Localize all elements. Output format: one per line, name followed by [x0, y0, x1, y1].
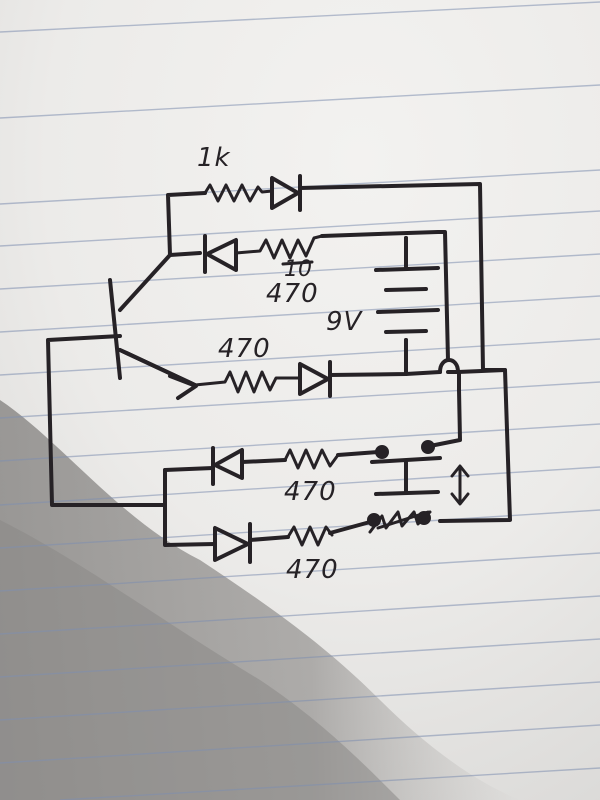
label-battery: 9V	[326, 307, 364, 337]
bottom-diode	[213, 522, 252, 564]
bottom-resistor	[286, 525, 334, 547]
label-r-middle: 470	[218, 334, 271, 364]
label-r-upper: 470	[266, 279, 319, 309]
hand-shadow-dark	[0, 520, 400, 800]
upper-diode	[203, 234, 238, 274]
middle-diode	[298, 360, 332, 398]
lower-resistor	[283, 448, 340, 470]
lower-diode	[211, 446, 244, 486]
top-diode	[270, 174, 302, 212]
pushbutton-switch	[370, 440, 470, 506]
bottom-contact	[367, 510, 432, 534]
top-resistor	[203, 183, 274, 203]
label-r-bottom: 470	[286, 555, 339, 585]
label-r-lower: 470	[284, 477, 337, 507]
label-r-upper-struck-group: 10	[281, 257, 314, 282]
battery-symbol	[374, 236, 440, 372]
middle-resistor	[193, 370, 302, 394]
label-r-top: 1k	[197, 143, 231, 173]
upper-resistor	[234, 234, 324, 260]
